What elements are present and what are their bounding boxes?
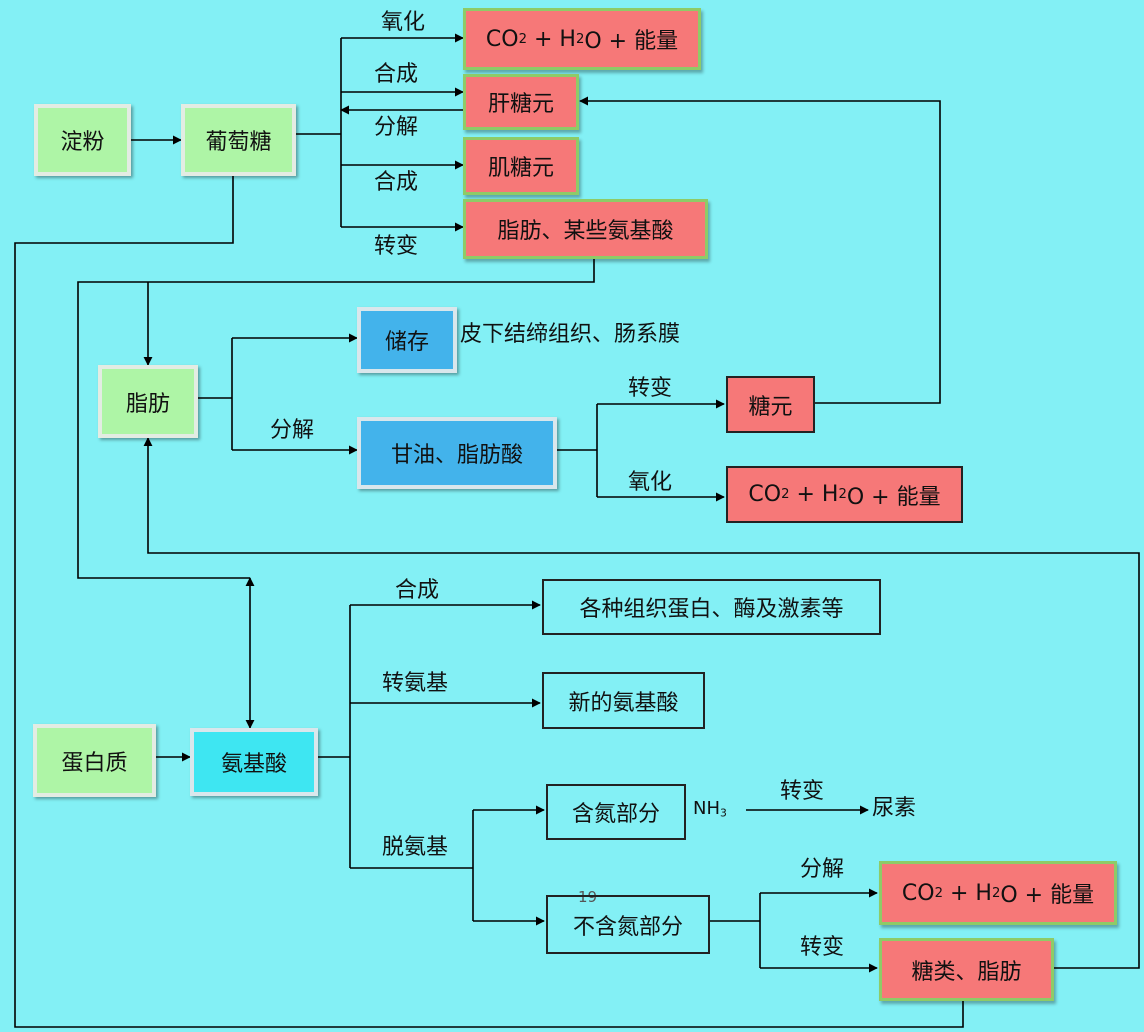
node-liver-glycogen-label: 肝糖元 (487, 92, 554, 117)
arrow-sugarfat-glucose (14, 167, 964, 1028)
label-deamination: 脱氨基 (382, 835, 449, 860)
node-fat: 脂肪 (98, 365, 198, 438)
label-decompose-fat: 分解 (270, 418, 315, 443)
node-non-nitrogen-part-label: 不含氮部分 (572, 914, 683, 940)
label-convert-urea: 转变 (780, 779, 825, 804)
arrow-glycogen-liver (579, 96, 941, 404)
label-transamination: 转氨基 (382, 671, 449, 696)
node-sugar-fat-label: 糖类、脂肪 (911, 959, 1022, 985)
node-tissue-proteins: 各种组织蛋白、酶及激素等 (542, 579, 881, 635)
node-glucose: 葡萄糖 (181, 104, 296, 176)
node-amino-acid-label: 氨基酸 (220, 752, 287, 777)
node-glucose-label: 葡萄糖 (205, 130, 272, 155)
node-nitrogen-part: 含氮部分 (546, 784, 686, 840)
node-glycogen: 糖元 (726, 376, 815, 433)
node-muscle-glycogen: 肌糖元 (463, 137, 579, 195)
label-oxidize-mid: 氧化 (628, 470, 673, 495)
node-starch: 淀粉 (34, 104, 131, 176)
label-convert-glycogen: 转变 (628, 376, 673, 401)
node-protein-label: 蛋白质 (61, 750, 128, 776)
node-protein: 蛋白质 (33, 724, 156, 797)
page-number: 19 (578, 888, 598, 906)
node-fat-label: 脂肪 (125, 391, 170, 417)
node-amino-acid: 氨基酸 (190, 728, 318, 796)
node-glycerol-fatty-acid-label: 甘油、脂肪酸 (390, 443, 523, 468)
label-decompose-1: 分解 (374, 115, 419, 140)
node-fat-some-amino-label: 脂肪、某些氨基酸 (497, 219, 674, 244)
node-starch-label: 淀粉 (60, 130, 105, 155)
label-storage-sites: 皮下结缔组织、肠系膜 (460, 322, 681, 347)
label-synth-2: 合成 (374, 170, 419, 195)
label-convert-1: 转变 (374, 234, 419, 259)
node-nitrogen-part-label: 含氮部分 (571, 802, 660, 827)
label-urea: 尿素 (872, 796, 917, 821)
node-storage: 储存 (357, 307, 457, 373)
node-storage-label: 储存 (384, 330, 429, 355)
label-convert-bottom: 转变 (800, 935, 845, 960)
label-nh3: NH3 (693, 798, 727, 820)
label-decompose-bottom: 分解 (800, 857, 845, 882)
node-new-amino-acid-label: 新的氨基酸 (568, 690, 679, 716)
node-muscle-glycogen-label: 肌糖元 (487, 156, 554, 181)
node-glycerol-fatty-acid: 甘油、脂肪酸 (357, 417, 557, 489)
arrow-sugarfat-fat (143, 437, 1140, 969)
node-glycogen-label: 糖元 (748, 394, 793, 420)
node-sugar-fat: 糖类、脂肪 (879, 938, 1054, 1001)
node-new-amino-acid: 新的氨基酸 (542, 672, 705, 729)
label-synth-protein: 合成 (395, 578, 440, 603)
node-tissue-proteins-label: 各种组织蛋白、酶及激素等 (579, 597, 844, 622)
node-liver-glycogen: 肝糖元 (463, 74, 579, 130)
node-non-nitrogen-part: 不含氮部分 (546, 895, 710, 954)
label-oxidize-top: 氧化 (381, 10, 426, 35)
label-synth-1: 合成 (374, 62, 419, 87)
node-fat-some-amino: 脂肪、某些氨基酸 (463, 199, 708, 259)
